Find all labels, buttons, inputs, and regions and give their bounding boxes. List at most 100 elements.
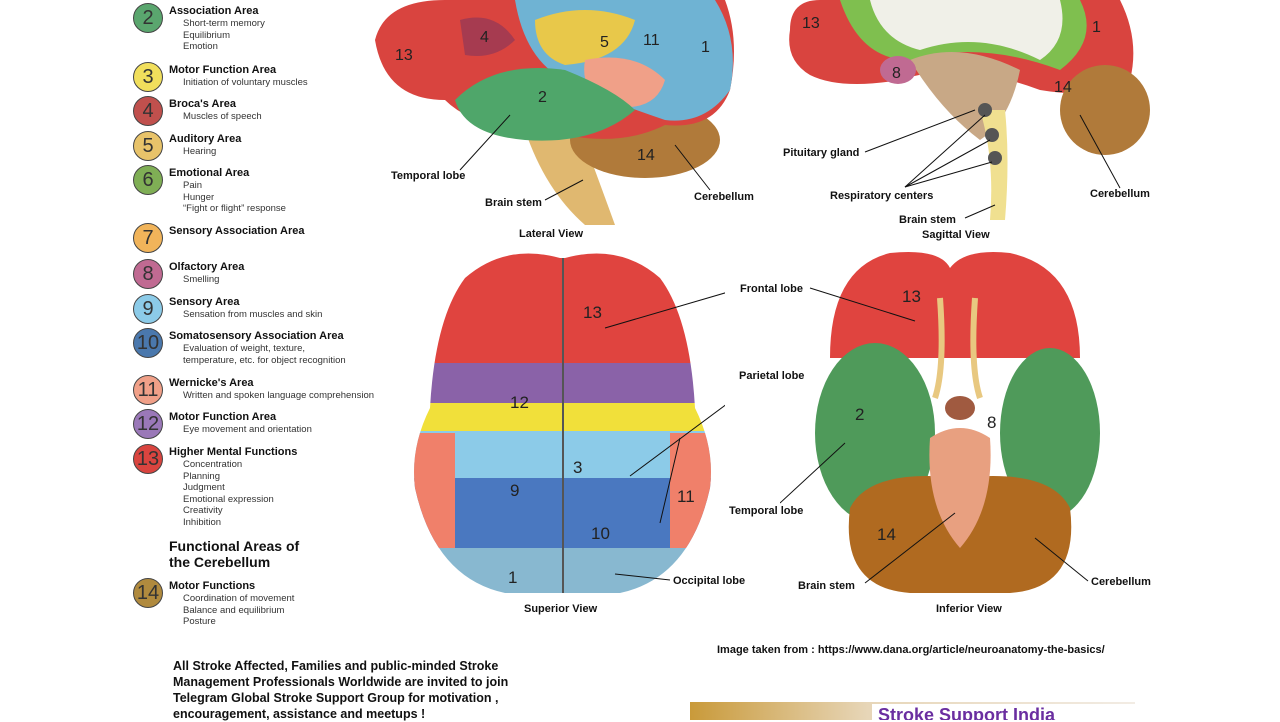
legend-detail: Hearing (183, 146, 217, 157)
area-number-badge: 12 (133, 409, 163, 439)
legend-title: Wernicke's Area (169, 377, 254, 389)
svg-text:13: 13 (902, 287, 921, 306)
area-number-badge: 3 (133, 62, 163, 92)
lateral-stem-label: Brain stem (485, 197, 542, 209)
inferior-stem-label: Brain stem (798, 580, 855, 592)
area-number-badge: 5 (133, 131, 163, 161)
superior-view-caption: Superior View (524, 603, 598, 615)
legend-detail: Written and spoken language comprehensio… (183, 390, 375, 401)
svg-text:3: 3 (573, 458, 582, 477)
legend-detail: Inhibition (183, 516, 222, 528)
svg-text:10: 10 (591, 524, 610, 543)
svg-text:8: 8 (987, 413, 996, 432)
cerebellum-heading: Functional Areas of the Cerebellum (169, 538, 300, 570)
legend-detail: Sensation from muscles and skin (183, 309, 323, 320)
sagittal-view-diagram: 13 8 14 1 (789, 0, 1150, 220)
legend-details: Written and spoken language comprehensio… (183, 390, 374, 402)
area-number-badge: 10 (133, 328, 163, 358)
legend-detail: Creativity (183, 505, 223, 516)
svg-text:1: 1 (701, 39, 710, 56)
legend-details: Initiation of voluntary muscles (183, 77, 308, 89)
legend-title: Broca's Area (169, 98, 237, 110)
svg-text:5: 5 (600, 34, 609, 51)
legend-title: Olfactory Area (169, 261, 245, 273)
legend-title: Motor Function Area (169, 64, 277, 76)
svg-text:11: 11 (643, 32, 660, 49)
inferior-view-diagram: 13 2 8 14 (780, 252, 1100, 593)
inferior-view-caption: Inferior View (936, 603, 1002, 615)
legend-detail: Equilibrium (183, 29, 230, 41)
svg-text:2: 2 (855, 405, 864, 424)
svg-text:2: 2 (538, 89, 547, 106)
lateral-view-caption: Lateral View (519, 228, 583, 240)
legend-detail: Smelling (183, 274, 220, 285)
legend-detail: temperature, etc. for object recognition (183, 354, 346, 366)
occipital-lobe-label: Occipital lobe (673, 575, 746, 587)
svg-text:4: 4 (480, 29, 489, 46)
brain-stem (525, 130, 615, 225)
area-number-badge: 4 (133, 96, 163, 126)
legend-detail: Emotion (183, 41, 218, 52)
legend-detail: Coordination of movement (183, 593, 295, 604)
cerebellum (1060, 65, 1150, 155)
area-number-badge: 2 (133, 3, 163, 33)
legend-detail: Short-term memory (183, 18, 265, 29)
legend-detail: Planning (183, 470, 220, 482)
inferior-temporal-label: Temporal lobe (729, 505, 804, 517)
legend-title: Association Area (169, 5, 259, 17)
legend-title: Emotional Area (169, 167, 250, 179)
legend-title: Motor Function Area (169, 411, 277, 423)
svg-text:1: 1 (508, 568, 517, 587)
legend-title: Motor Functions (169, 580, 256, 592)
pituitary-label: Pituitary gland (783, 147, 860, 159)
legend-title: Auditory Area (169, 133, 242, 145)
area-number-badge: 8 (133, 259, 163, 289)
lateral-temporal-label: Temporal lobe (391, 170, 466, 182)
parietal-lobe-label: Parietal lobe (739, 370, 805, 382)
svg-text:1: 1 (1092, 19, 1101, 36)
legend-title: Sensory Area (169, 296, 240, 308)
image-source: Image taken from : https://www.dana.org/… (717, 644, 1105, 656)
svg-text:13: 13 (583, 303, 602, 322)
sagittal-cerebellum-label: Cerebellum (1090, 188, 1150, 200)
area-number-badge: 6 (133, 165, 163, 195)
sagittal-view-caption: Sagittal View (922, 229, 990, 241)
legend-detail: Eye movement and orientation (183, 424, 312, 435)
respiratory-label: Respiratory centers (830, 190, 934, 202)
sagittal-stem-label: Brain stem (899, 214, 956, 226)
legend-detail: Pain (183, 180, 203, 191)
svg-text:13: 13 (395, 47, 413, 64)
legend-detail: Concentration (183, 459, 243, 470)
legend-detail: “Fight or flight” response (183, 203, 286, 214)
invite-text: All Stroke Affected, Families and public… (173, 659, 509, 721)
svg-text:13: 13 (802, 15, 820, 32)
area-number-badge: 7 (133, 223, 163, 253)
legend-detail: Muscles of speech (183, 111, 262, 122)
legend-title: Higher Mental Functions (169, 446, 298, 458)
legend-detail: Posture (183, 616, 216, 627)
legend-details: Hearing (183, 146, 216, 158)
svg-text:8: 8 (892, 65, 901, 82)
svg-text:14: 14 (877, 525, 896, 544)
area-number-badge: 13 (133, 444, 163, 474)
legend-detail: Evaluation of weight, texture, (183, 343, 305, 354)
area-number-badge: 11 (133, 375, 163, 405)
area-number-badge: 9 (133, 294, 163, 324)
legend-detail: Judgment (183, 482, 225, 493)
legend-title: Somatosensory Association Area (169, 330, 344, 342)
svg-text:9: 9 (510, 481, 519, 500)
legend-detail: Emotional expression (183, 493, 274, 505)
legend-details: Sensation from muscles and skin (183, 309, 322, 321)
banner-title: Stroke Support India (872, 704, 1138, 720)
lateral-cerebellum-label: Cerebellum (694, 191, 754, 203)
svg-text:11: 11 (677, 487, 695, 506)
svg-text:12: 12 (510, 393, 529, 412)
legend-details: Evaluation of weight, texture,temperatur… (183, 343, 346, 366)
svg-text:14: 14 (1054, 79, 1072, 96)
